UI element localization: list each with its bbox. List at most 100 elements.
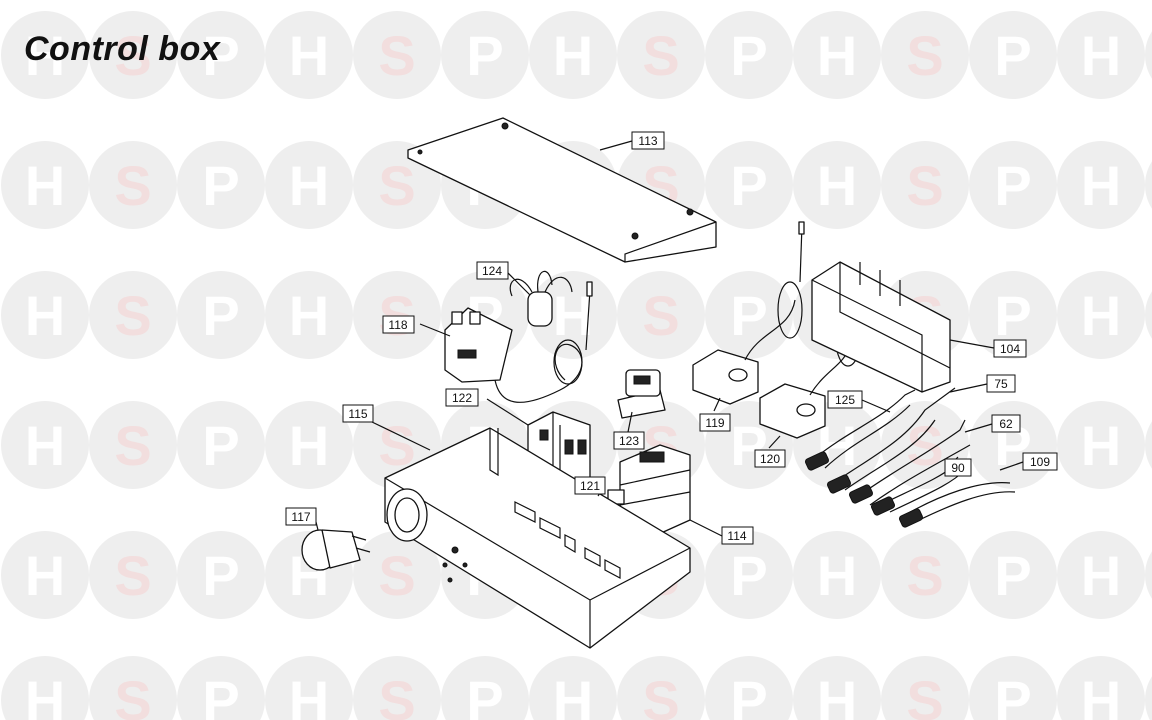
part-label-119: 119 [699,413,731,432]
watermark-letter: S [906,544,943,607]
watermark-letter: P [994,544,1031,607]
svg-text:75: 75 [994,377,1008,391]
part-label-90: 90 [944,458,972,477]
watermark-circle [1057,401,1145,489]
svg-text:118: 118 [388,318,407,332]
watermark-letter: P [202,24,239,87]
watermark-circle [1,401,89,489]
watermark-letter: S [114,24,151,87]
watermark-circle [1145,551,1152,599]
watermark-letter: P [994,154,1031,217]
watermark-circle [89,656,177,720]
watermark-letter: P [730,154,767,217]
watermark-letter: S [114,669,151,720]
watermark-letter: H [289,414,329,477]
cover-plate-113 [407,117,717,263]
watermark-circle [265,141,353,229]
transformer-123 [617,369,666,419]
watermark-circle [1145,291,1152,339]
svg-text:90: 90 [951,461,965,475]
watermark-circle [529,271,617,359]
watermark-letter: S [114,284,151,347]
watermark-circle [265,656,353,720]
switch-117 [301,529,371,571]
watermark-circle [177,656,265,720]
watermark-circle [793,141,881,229]
part-label-121: 121 [574,476,606,495]
wiring-harnesses [804,387,1016,528]
part-label-113: 113 [631,131,665,150]
watermark-letter: P [730,669,767,720]
part-label-104: 104 [993,339,1027,358]
thermostat-120 [759,313,861,439]
watermark-letter: S [378,154,415,217]
watermark-circle [177,271,265,359]
watermark-letter: H [817,669,857,720]
watermark-circle [881,531,969,619]
watermark-circle [1,271,89,359]
watermark-circle [265,11,353,99]
watermark-letter: H [25,284,65,347]
watermark-circle [353,11,441,99]
watermark-circle [529,11,617,99]
watermark-circle [1,656,89,720]
svg-text:113: 113 [638,134,657,148]
watermark-circle [177,11,265,99]
watermark-circle [969,531,1057,619]
watermark-letter: S [114,154,151,217]
watermark-letter: S [642,669,679,720]
part-label-115: 115 [342,404,374,423]
watermark-circle [1,11,89,99]
watermark-letter: H [289,284,329,347]
watermark-circle [89,271,177,359]
watermark-letter: P [994,669,1031,720]
watermark-letter: H [289,669,329,720]
watermark-circle [177,141,265,229]
watermark-circle [89,531,177,619]
part-label-62: 62 [991,414,1021,433]
part-label-120: 120 [754,449,786,468]
watermark-circle [617,656,705,720]
watermark-circle [1057,656,1145,720]
watermark-letter: H [817,24,857,87]
watermark-letter: H [1081,284,1121,347]
watermark-circle [705,271,793,359]
watermark-circle [1145,31,1152,79]
bracket-104 [811,261,951,393]
svg-text:104: 104 [1000,342,1020,356]
svg-text:109: 109 [1030,455,1050,469]
thermostat-118 [444,281,593,403]
watermark-letter: H [25,544,65,607]
watermark-letter: H [1081,154,1121,217]
watermark-letter: H [553,669,593,720]
svg-text:123: 123 [619,434,639,448]
watermark-letter: S [378,544,415,607]
watermark-circle [1057,271,1145,359]
watermark-letter: S [642,24,679,87]
capacitor-124 [509,271,573,327]
watermark-letter: H [25,414,65,477]
watermark-letter: P [466,24,503,87]
watermark-letter: H [25,24,65,87]
watermark-letter: H [817,544,857,607]
watermark-circle [705,141,793,229]
watermark-letter: P [730,284,767,347]
watermark-letter: H [289,154,329,217]
watermark-letter: H [25,154,65,217]
part-label-117: 117 [285,507,317,526]
part-label-122: 122 [445,388,479,407]
watermark-letter: S [642,284,679,347]
watermark-circle [441,656,529,720]
watermark-letter: H [1081,414,1121,477]
part-label-125: 125 [827,390,863,409]
watermark-circle [89,141,177,229]
watermark-circle [705,11,793,99]
watermark-letter: S [378,669,415,720]
watermark-letter: P [730,24,767,87]
svg-text:120: 120 [760,452,780,466]
watermark-letter: P [202,154,239,217]
watermark-circle [89,11,177,99]
watermark-circle [1145,421,1152,469]
watermark-circle [441,11,529,99]
